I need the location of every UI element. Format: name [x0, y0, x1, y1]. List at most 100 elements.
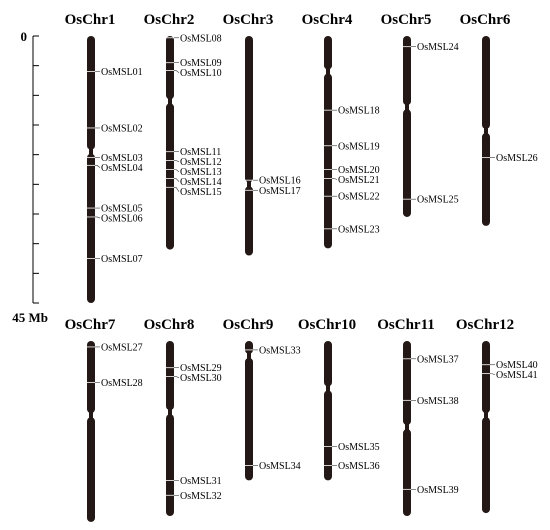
chromosome-long-arm — [324, 390, 332, 481]
gene-leader-line — [174, 160, 180, 162]
gene-label-OsMSL23: OsMSL23 — [338, 224, 380, 235]
chromosome-long-arm — [87, 153, 95, 303]
gene-label-OsMSL21: OsMSL21 — [338, 175, 380, 186]
centromere — [168, 409, 172, 416]
chromosome-name: OsChr9 — [223, 317, 274, 333]
gene-label-OsMSL01: OsMSL01 — [101, 67, 143, 78]
chromosome-short-arm — [245, 36, 253, 183]
chromosome-OsChr4: OsChr4OsMSL18OsMSL19OsMSL20OsMSL21OsMSL2… — [302, 12, 380, 249]
chromosome-OsChr2: OsChr2OsMSL08OsMSL09OsMSL10OsMSL11OsMSL1… — [144, 12, 222, 250]
gene-label-OsMSL33: OsMSL33 — [259, 345, 301, 356]
chromosome-OsChr1: OsChr1OsMSL01OsMSL02OsMSL03OsMSL04OsMSL0… — [65, 12, 143, 303]
chromosome-short-arm — [166, 341, 174, 411]
scale-bar: 0 45 Mb — [12, 29, 48, 325]
centromere — [405, 424, 409, 431]
gene-label-OsMSL20: OsMSL20 — [338, 165, 380, 176]
centromere — [484, 127, 488, 134]
chromosome-name: OsChr7 — [65, 317, 116, 333]
gene-label-OsMSL26: OsMSL26 — [496, 153, 538, 164]
chromosome-long-arm — [403, 429, 411, 517]
gene-label-OsMSL37: OsMSL37 — [417, 354, 459, 365]
gene-label-OsMSL19: OsMSL19 — [338, 141, 380, 152]
scale-min-label: 0 — [21, 29, 28, 44]
chromosome-name: OsChr2 — [144, 12, 195, 28]
gene-label-OsMSL06: OsMSL06 — [101, 214, 143, 225]
centromere — [247, 352, 251, 359]
chromosome-long-arm — [403, 109, 411, 217]
chromosome-long-arm — [87, 417, 95, 522]
chromosome-short-arm — [87, 341, 95, 414]
gene-label-OsMSL08: OsMSL08 — [180, 33, 222, 44]
chromosome-short-arm — [324, 36, 332, 70]
gene-leader-line — [174, 169, 180, 172]
gene-label-OsMSL38: OsMSL38 — [417, 396, 459, 407]
gene-label-OsMSL41: OsMSL41 — [496, 370, 538, 381]
chromosome-long-arm — [324, 73, 332, 249]
gene-label-OsMSL03: OsMSL03 — [101, 153, 143, 164]
gene-label-OsMSL27: OsMSL27 — [101, 342, 143, 353]
gene-leader-line — [174, 70, 180, 73]
gene-label-OsMSL07: OsMSL07 — [101, 254, 143, 265]
gene-label-OsMSL22: OsMSL22 — [338, 192, 380, 203]
chromosome-long-arm — [166, 414, 174, 517]
gene-label-OsMSL35: OsMSL35 — [338, 442, 380, 453]
chromosome-long-arm — [245, 186, 253, 256]
chromosome-short-arm — [166, 36, 174, 100]
gene-label-OsMSL09: OsMSL09 — [180, 58, 222, 69]
chromosome-name: OsChr5 — [381, 12, 432, 28]
chromosome-group: OsChr1OsMSL01OsMSL02OsMSL03OsMSL04OsMSL0… — [65, 12, 538, 522]
chromosome-name: OsChr10 — [298, 317, 356, 333]
chromosome-short-arm — [482, 341, 490, 414]
chromosome-short-arm — [403, 341, 411, 426]
chromosome-short-arm — [403, 36, 411, 106]
gene-label-OsMSL18: OsMSL18 — [338, 106, 380, 117]
gene-label-OsMSL25: OsMSL25 — [417, 195, 459, 206]
chromosome-name: OsChr3 — [223, 12, 274, 28]
gene-label-OsMSL04: OsMSL04 — [101, 163, 143, 174]
centromere — [484, 412, 488, 419]
gene-label-OsMSL17: OsMSL17 — [259, 186, 301, 197]
chromosome-long-arm — [245, 357, 253, 481]
chromosome-long-arm — [166, 103, 174, 250]
scale-max-label: 45 Mb — [12, 310, 48, 325]
gene-label-OsMSL40: OsMSL40 — [496, 360, 538, 371]
gene-label-OsMSL31: OsMSL31 — [180, 476, 222, 487]
gene-label-OsMSL05: OsMSL05 — [101, 204, 143, 215]
gene-label-OsMSL30: OsMSL30 — [180, 373, 222, 384]
gene-label-OsMSL15: OsMSL15 — [180, 187, 222, 198]
centromere — [89, 412, 93, 419]
gene-leader-line — [174, 178, 180, 182]
gene-label-OsMSL39: OsMSL39 — [417, 485, 459, 496]
gene-leader-line — [490, 373, 496, 376]
gene-label-OsMSL12: OsMSL12 — [180, 157, 222, 168]
chromosome-long-arm — [482, 132, 490, 226]
gene-label-OsMSL11: OsMSL11 — [180, 147, 221, 158]
chromosome-short-arm — [324, 341, 332, 387]
centromere — [89, 148, 93, 155]
chromosome-short-arm — [87, 36, 95, 150]
chromosome-name: OsChr11 — [377, 317, 435, 333]
gene-leader-line — [174, 376, 180, 378]
gene-leader-line — [174, 187, 180, 192]
gene-label-OsMSL24: OsMSL24 — [417, 42, 459, 53]
centromere — [247, 181, 251, 188]
chromosome-name: OsChr1 — [65, 12, 116, 28]
chromosome-name: OsChr4 — [302, 12, 353, 28]
gene-label-OsMSL28: OsMSL28 — [101, 378, 143, 389]
gene-label-OsMSL29: OsMSL29 — [180, 363, 222, 374]
gene-leader-line — [95, 165, 101, 168]
centromere — [326, 385, 330, 392]
chromosome-long-arm — [482, 417, 490, 514]
gene-label-OsMSL36: OsMSL36 — [338, 461, 380, 472]
gene-label-OsMSL14: OsMSL14 — [180, 177, 222, 188]
gene-label-OsMSL32: OsMSL32 — [180, 491, 222, 502]
gene-leader-line — [95, 216, 101, 219]
